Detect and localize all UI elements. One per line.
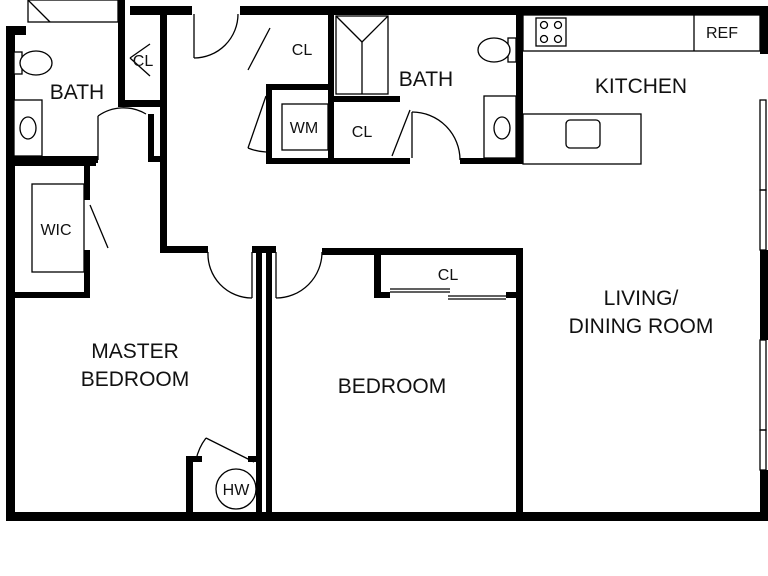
- wall-hall-bottom-mid: [252, 246, 276, 253]
- wall-left: [6, 26, 15, 521]
- wall-bedrooms-divider-a: [256, 246, 262, 516]
- wall-cl-left-side: [148, 114, 154, 162]
- wall-hall-bottom-right: [322, 248, 522, 255]
- wall-right-top: [760, 14, 768, 54]
- wic-shelf: [31, 183, 85, 273]
- wall-wic-right: [84, 160, 90, 200]
- stove: [535, 17, 567, 47]
- washer-box: [281, 103, 329, 151]
- window-1: [759, 99, 767, 191]
- wall-bedrooms-divider-b: [266, 252, 272, 516]
- label-kitchen: KITCHEN: [595, 75, 687, 98]
- wall-bath-right-mid: [334, 96, 400, 102]
- wall-hallcl-left: [266, 84, 272, 164]
- wall-wic-right-low: [84, 250, 90, 298]
- wall-bath-right-bottom: [460, 158, 520, 164]
- toilet-right-bowl: [477, 37, 511, 63]
- wall-hallcl-mid: [266, 84, 334, 90]
- label-water-heater: HW: [223, 482, 251, 499]
- labels: BATH CL CL BATH WM CL KITCHEN REF WIC CL…: [40, 25, 738, 499]
- label-cl-mid: CL: [352, 124, 373, 141]
- wall-hall-left: [148, 156, 164, 162]
- kitchen-sink: [565, 119, 601, 149]
- label-master-1: MASTER: [91, 340, 179, 363]
- toilet-left-bowl: [19, 50, 53, 76]
- window-4: [759, 429, 767, 471]
- label-living-1: LIVING/: [604, 287, 679, 310]
- wall-center-upper: [160, 6, 167, 246]
- wall-bottom: [6, 512, 768, 521]
- label-bedroom: BEDROOM: [338, 375, 447, 398]
- fixtures: [13, 0, 761, 510]
- windows: [759, 99, 768, 520]
- window-2: [759, 189, 767, 251]
- sink-left: [19, 116, 37, 140]
- label-cl-bedroom: CL: [438, 267, 459, 284]
- wall-wic-bottom: [6, 292, 90, 298]
- sink-right: [493, 116, 511, 140]
- walls: [6, 0, 768, 521]
- sliding-doors: [390, 288, 506, 300]
- wall-top-left-stub: [118, 0, 125, 22]
- wall-top-kitchen: [240, 6, 768, 15]
- wall-kitchen-left: [516, 14, 523, 164]
- wall-bcl-left: [374, 248, 381, 296]
- water-heater-circle: [215, 468, 257, 510]
- label-master-2: BEDROOM: [81, 368, 190, 391]
- label-wic: WIC: [40, 222, 71, 239]
- label-washer: WM: [290, 120, 318, 137]
- window-3: [759, 339, 767, 431]
- label-fridge: REF: [706, 25, 738, 42]
- wall-left-top: [6, 26, 26, 35]
- wall-hall-bottom-left: [160, 246, 208, 253]
- label-cl-hall-top: CL: [292, 42, 313, 59]
- doors: [89, 13, 461, 463]
- wall-right-low: [760, 470, 768, 520]
- wall-cl-left-bottom: [118, 100, 164, 107]
- wall-bedroom-right: [516, 248, 523, 516]
- shower-left: [27, 0, 119, 23]
- wall-right-mid: [760, 250, 768, 340]
- label-living-2: DINING ROOM: [569, 315, 714, 338]
- wall-bath-left-bottom: [6, 156, 98, 163]
- wall-wic-top: [6, 160, 96, 166]
- label-bath-left: BATH: [50, 81, 104, 104]
- wall-wm-bottom: [266, 158, 334, 164]
- label-cl-top-left: CL: [133, 53, 154, 70]
- hw-closet: [186, 456, 260, 518]
- label-bath-right: BATH: [399, 68, 453, 91]
- wall-bath-left-right: [118, 22, 125, 107]
- wall-cl-mid-bottom: [334, 158, 410, 164]
- wall-bcl-bottom-r: [506, 292, 522, 298]
- wall-bcl-bottom-l: [374, 292, 390, 298]
